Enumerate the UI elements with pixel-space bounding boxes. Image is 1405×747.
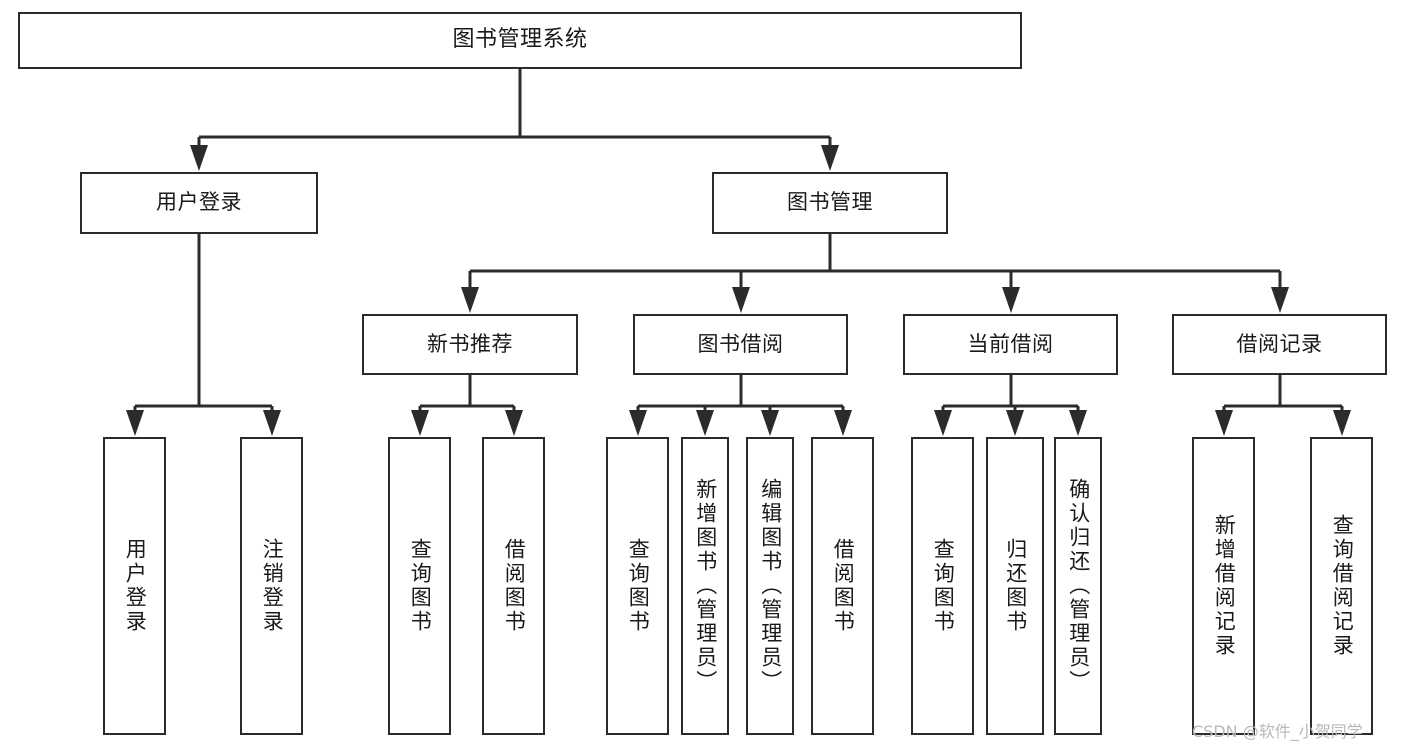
node-label-leaf-query-book-1: 查询图书 — [408, 538, 433, 634]
edge-2-arrow-0-head — [461, 287, 479, 313]
node-leaf-query-book-2[interactable]: 查询图书 — [606, 437, 669, 735]
node-label-leaf-add-book: 新增图书（管理员） — [693, 478, 718, 694]
node-label-leaf-confirm-return: 确认归还（管理员） — [1066, 478, 1091, 694]
edge-2-arrow-1-head — [732, 287, 750, 313]
edge-2-arrow-2-head — [1002, 287, 1020, 313]
node-label-leaf-logout: 注销登录 — [260, 538, 285, 634]
edge-1-arrow-0-head — [126, 410, 144, 436]
edge-2-arrow-3-head — [1271, 287, 1289, 313]
node-leaf-query-book-1[interactable]: 查询图书 — [388, 437, 451, 735]
node-label-leaf-user-login: 用户登录 — [123, 538, 148, 634]
node-leaf-edit-book[interactable]: 编辑图书（管理员） — [746, 437, 794, 735]
node-leaf-add-record[interactable]: 新增借阅记录 — [1192, 437, 1255, 735]
node-leaf-query-record[interactable]: 查询借阅记录 — [1310, 437, 1373, 735]
edge-5-arrow-2-head — [1069, 410, 1087, 436]
node-label-book-borrow: 图书借阅 — [697, 331, 784, 356]
node-label-user-login: 用户登录 — [156, 190, 242, 215]
node-label-leaf-add-record: 新增借阅记录 — [1212, 514, 1237, 658]
node-label-leaf-return-book: 归还图书 — [1003, 538, 1028, 634]
edge-3-arrow-1-head — [505, 410, 523, 436]
node-leaf-logout[interactable]: 注销登录 — [240, 437, 303, 735]
node-book-borrow[interactable]: 图书借阅 — [633, 314, 848, 375]
edge-4-arrow-0-head — [629, 410, 647, 436]
node-leaf-user-login[interactable]: 用户登录 — [103, 437, 166, 735]
edge-3-arrow-0-head — [411, 410, 429, 436]
node-label-new-book-recommend: 新书推荐 — [427, 331, 513, 356]
node-label-borrow-record: 借阅记录 — [1236, 331, 1323, 356]
edge-4-arrow-3-head — [834, 410, 852, 436]
node-user-login[interactable]: 用户登录 — [80, 172, 318, 234]
node-borrow-record[interactable]: 借阅记录 — [1172, 314, 1387, 375]
node-label-book-manage: 图书管理 — [787, 190, 873, 215]
edge-5-arrow-1-head — [1006, 410, 1024, 436]
node-leaf-add-book[interactable]: 新增图书（管理员） — [681, 437, 729, 735]
edge-4-arrow-2-head — [761, 410, 779, 436]
node-label-leaf-query-book-2: 查询图书 — [626, 538, 651, 634]
node-label-current-borrow: 当前借阅 — [967, 331, 1054, 356]
edge-6-arrow-1-head — [1333, 410, 1351, 436]
edge-5-arrow-0-head — [934, 410, 952, 436]
node-root[interactable]: 图书管理系统 — [18, 12, 1022, 69]
node-leaf-borrow-book-2[interactable]: 借阅图书 — [811, 437, 874, 735]
node-leaf-query-book-3[interactable]: 查询图书 — [911, 437, 974, 735]
node-label-leaf-query-book-3: 查询图书 — [931, 538, 956, 634]
csdn-watermark: CSDN @软件_小贺同学 — [1192, 722, 1363, 741]
node-label-leaf-edit-book: 编辑图书（管理员） — [758, 478, 783, 694]
edge-6-arrow-0-head — [1215, 410, 1233, 436]
node-leaf-return-book[interactable]: 归还图书 — [986, 437, 1044, 735]
node-label-leaf-borrow-book-2: 借阅图书 — [831, 538, 856, 634]
edge-4-arrow-1-head — [696, 410, 714, 436]
edge-0-arrow-0-head — [190, 145, 208, 171]
edge-1-arrow-1-head — [263, 410, 281, 436]
node-current-borrow[interactable]: 当前借阅 — [903, 314, 1118, 375]
node-label-leaf-borrow-book-1: 借阅图书 — [502, 538, 527, 634]
edge-0-arrow-1-head — [821, 145, 839, 171]
node-new-book-recommend[interactable]: 新书推荐 — [362, 314, 578, 375]
node-label-leaf-query-record: 查询借阅记录 — [1330, 514, 1355, 658]
node-leaf-borrow-book-1[interactable]: 借阅图书 — [482, 437, 545, 735]
node-book-manage[interactable]: 图书管理 — [712, 172, 948, 234]
node-leaf-confirm-return[interactable]: 确认归还（管理员） — [1054, 437, 1102, 735]
node-label-root: 图书管理系统 — [452, 27, 588, 53]
